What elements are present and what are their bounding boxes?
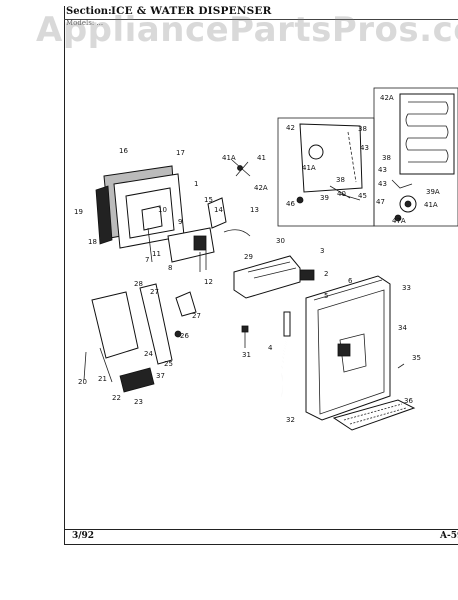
part-label: 3 (320, 247, 324, 255)
heater-plate (399, 93, 455, 175)
part-label: 20 (78, 378, 87, 386)
part-label: 31 (242, 351, 251, 359)
section-label: Section: (66, 6, 112, 17)
section-title: ICE & WATER DISPENSER (111, 5, 272, 17)
page-frame (64, 6, 458, 545)
part-label: 9 (178, 218, 182, 226)
part-label: 4 (268, 344, 273, 352)
part-label: 30 (276, 237, 285, 245)
part-label: 5 (324, 292, 328, 300)
inset-box-right (373, 87, 458, 227)
part-label: 45 (358, 192, 367, 200)
part-label: 33 (402, 284, 411, 292)
part-label: 25 (164, 360, 173, 368)
part-label: 7 (145, 256, 149, 264)
part-label: 42 (286, 124, 295, 132)
switch-41 (308, 144, 324, 160)
part-label: 34 (398, 324, 407, 332)
part-label: 13 (250, 206, 259, 214)
part-label: 43 (360, 144, 369, 152)
part-label: 38 (336, 176, 345, 184)
part-label: 15 (204, 196, 213, 204)
part-label: 47A (392, 217, 406, 225)
part-label: 16 (119, 147, 128, 155)
part-label: 11 (152, 250, 161, 258)
part-label: 41A (222, 154, 236, 162)
part-label: 27 (150, 288, 159, 296)
part-label: 39 (320, 194, 329, 202)
actuator-pad (119, 367, 155, 393)
part-label: 47 (376, 198, 385, 206)
part-label: 41A (302, 164, 316, 172)
part-label: 22 (112, 394, 121, 402)
part-label: 39A (426, 188, 440, 196)
part-label: 32 (286, 416, 295, 424)
part-label: 24 (144, 350, 153, 358)
footer-page-number: A-59 (440, 531, 458, 541)
control-box (299, 123, 363, 193)
part-label: 41A (424, 201, 438, 209)
part-label: 46 (286, 200, 295, 208)
part-label: 18 (88, 238, 97, 246)
part-label: 6 (348, 277, 353, 285)
part-label: 26 (180, 332, 189, 340)
part-label: 17 (176, 149, 185, 157)
models-line: Models: ... (66, 19, 104, 27)
footer-date: 3/92 (72, 531, 95, 541)
footer-rule (64, 529, 458, 530)
part-label: 41 (257, 154, 266, 162)
part-label: 43 (378, 180, 387, 188)
part-label: 14 (214, 206, 223, 214)
part-label: 42A (254, 184, 268, 192)
part-label: 38 (358, 125, 367, 133)
part-label: 12 (204, 278, 213, 286)
part-label: 29 (244, 253, 253, 261)
part-label: 42A (380, 94, 394, 102)
ice-chute (233, 255, 301, 299)
part-label: 21 (98, 375, 107, 383)
part-label: 37 (156, 372, 165, 380)
part-label: 19 (74, 208, 83, 216)
part-label: 36 (404, 397, 413, 405)
header-rule (64, 19, 458, 20)
actuator-arm (139, 283, 173, 365)
door-seal (95, 185, 113, 245)
part-label: 35 (412, 354, 421, 362)
part-label: 28 (134, 280, 143, 288)
part-label: 43 (378, 166, 387, 174)
part-label: 40 (337, 190, 346, 198)
part-label: 23 (134, 398, 143, 406)
part-label: 38 (382, 154, 391, 162)
part-label: 2 (324, 270, 328, 278)
part-label: 1 (194, 180, 198, 188)
part-label: 27 (192, 312, 201, 320)
part-label: 8 (168, 264, 172, 272)
actuator-plate (91, 291, 139, 359)
part-label: 10 (158, 206, 167, 214)
